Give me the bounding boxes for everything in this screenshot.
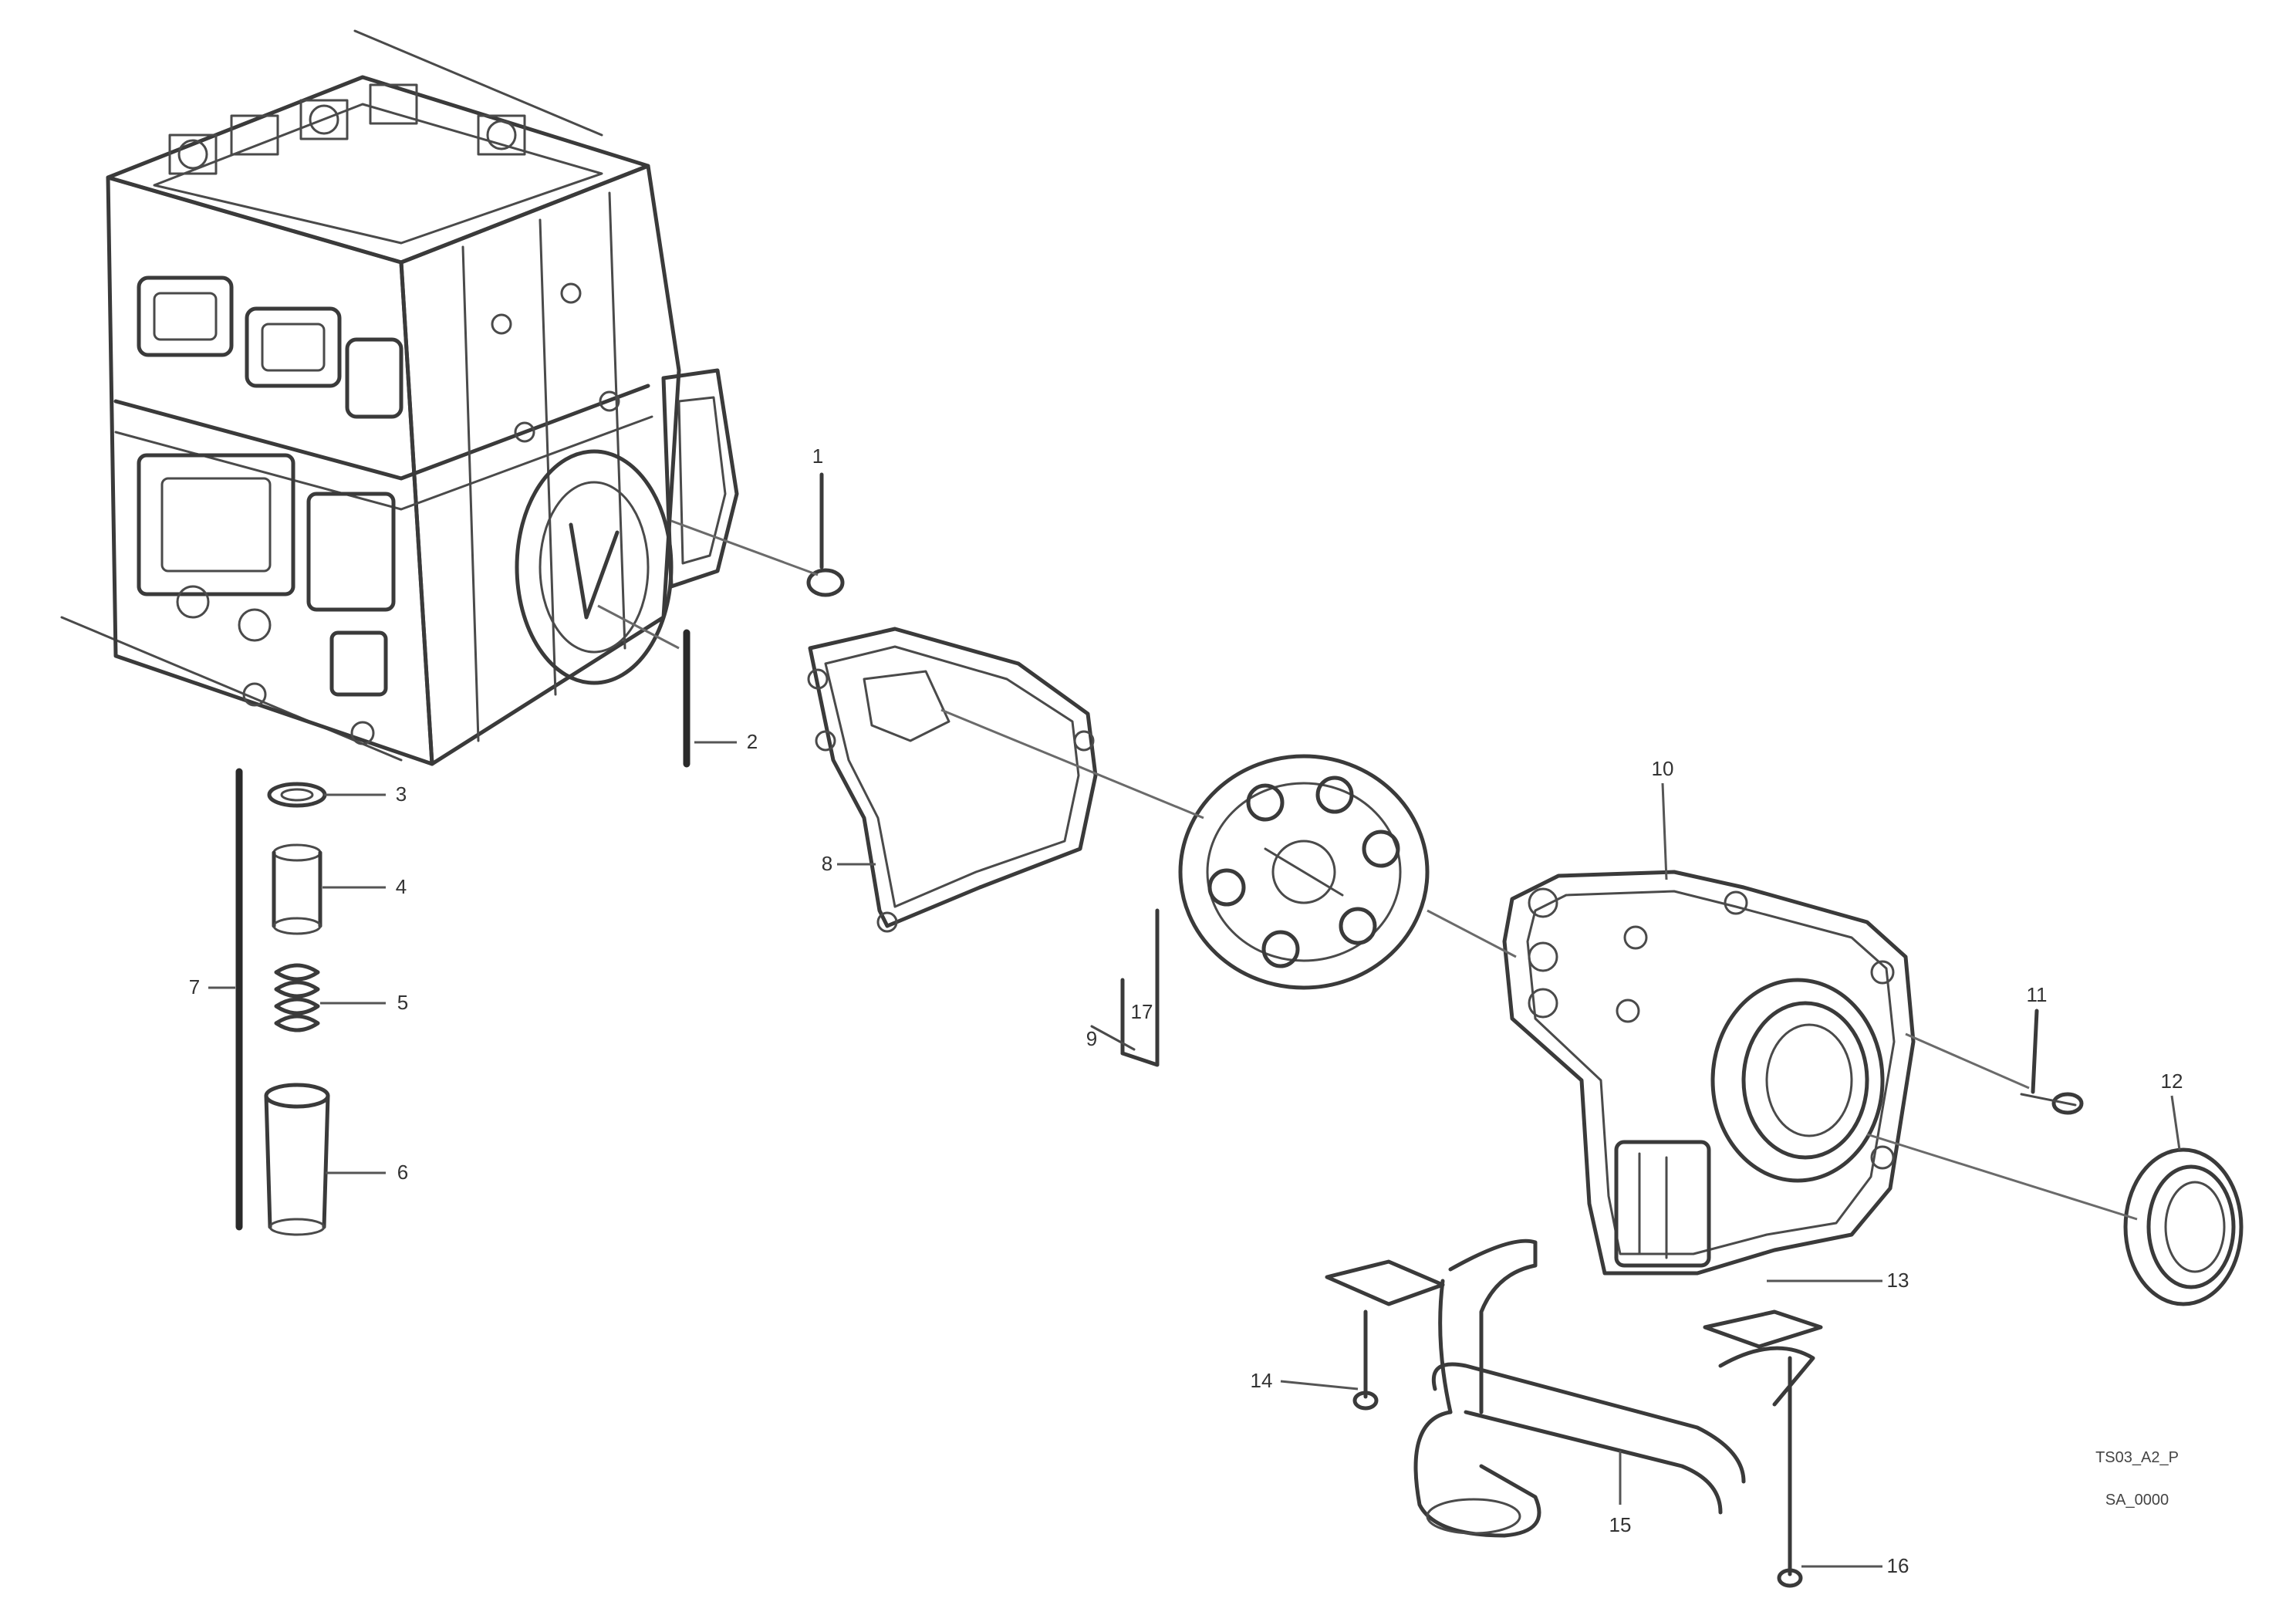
callout-11: 11: [2027, 983, 2048, 1006]
callout-4: 4: [396, 875, 407, 898]
oil-pump-housing: [1502, 870, 1916, 1276]
engine-block: [60, 29, 739, 766]
callout-8: 8: [822, 852, 832, 875]
callout-16: 16: [1887, 1554, 1909, 1577]
housing-bolt: [2020, 1009, 2084, 1115]
oil-pickup-tube: [1325, 1238, 1823, 1588]
callout-12: 12: [2161, 1070, 2183, 1093]
callout-15: 15: [1609, 1513, 1632, 1536]
callout-labels: 1 2 3 4 5 6 7 8 9 10 11 12 13 14 15 16 1…: [189, 444, 2183, 1577]
callout-10: 10: [1652, 757, 1674, 780]
callout-6: 6: [397, 1161, 408, 1184]
reference-line-3: SA_0000: [2105, 1492, 2169, 1509]
callout-3: 3: [396, 782, 407, 806]
callout-7: 7: [189, 975, 200, 999]
reference-block: TS03_A2_P SA_0000: [2095, 1449, 2179, 1509]
front-crank-seal: [2123, 1147, 2244, 1306]
drain-plug-stack: [235, 768, 330, 1236]
assembly-center-lines: [597, 519, 2138, 1221]
callout-1: 1: [812, 444, 823, 468]
oil-pump-gear: [1178, 754, 1430, 990]
callout-13: 13: [1887, 1269, 1909, 1292]
callout-9: 9: [1086, 1027, 1097, 1050]
stud-bracket: [1090, 908, 1160, 1067]
block-bolt: [806, 472, 845, 597]
callout-14: 14: [1251, 1369, 1273, 1392]
callout-leaders: [208, 741, 2181, 1568]
callout-2: 2: [747, 730, 758, 753]
front-cover-gasket: [807, 627, 1098, 933]
callout-5: 5: [397, 991, 408, 1014]
callout-17: 17: [1131, 1000, 1153, 1023]
reference-line-1: TS03_A2_P: [2095, 1449, 2179, 1466]
